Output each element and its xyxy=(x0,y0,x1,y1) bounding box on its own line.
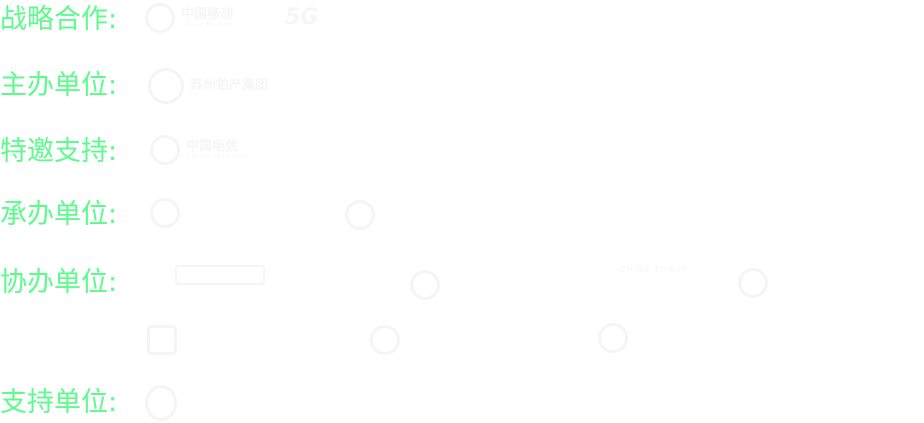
logo-text: 5G xyxy=(285,5,319,30)
co-organizer-logo-5 xyxy=(147,325,177,355)
label-special-support: 特邀支持: xyxy=(0,136,118,167)
logo-text-en: CHINA TOWER xyxy=(620,265,689,274)
host-logo: 苏州铂产集团 xyxy=(148,68,268,104)
logo-mark xyxy=(175,265,265,285)
logo-text: 中国电信 xyxy=(186,138,239,154)
logo-mark xyxy=(147,325,177,355)
china-mobile-logo-mark xyxy=(145,3,175,33)
supporter-logo xyxy=(145,385,177,421)
logo-mark xyxy=(410,270,440,300)
organizer-logo-1 xyxy=(150,198,180,228)
logo-mark xyxy=(370,325,400,355)
china-tower-logo: CHINA TOWER xyxy=(620,265,689,274)
organizer-logo-2 xyxy=(345,200,375,230)
logo-mark xyxy=(150,198,180,228)
china-telecom-logo-mark xyxy=(150,135,180,165)
label-host: 主办单位: xyxy=(0,70,118,101)
logo-mark xyxy=(145,385,177,421)
co-organizer-logo-2 xyxy=(410,270,440,300)
co-organizer-logo-1 xyxy=(175,265,265,285)
label-organizer: 承办单位: xyxy=(0,199,118,230)
co-organizer-logo-6 xyxy=(370,325,400,355)
logo-text-en: China Mobile xyxy=(181,20,232,28)
host-logo-mark xyxy=(148,68,184,104)
logo-mark xyxy=(345,200,375,230)
logo-mark xyxy=(598,323,628,353)
label-co-organizer: 协办单位: xyxy=(0,267,118,298)
label-supporter: 支持单位: xyxy=(0,387,118,418)
logo-mark xyxy=(738,268,768,298)
5g-logo: 5G xyxy=(285,5,318,30)
co-organizer-logo-4 xyxy=(738,268,768,298)
co-organizer-logo-7 xyxy=(598,323,628,353)
logo-text: 中国移动 xyxy=(181,6,234,22)
logo-text: 苏州铂产集团 xyxy=(190,77,269,93)
logo-text-en: CHINA TELECOM xyxy=(186,152,249,160)
label-strategic-partner: 战略合作: xyxy=(0,4,118,35)
